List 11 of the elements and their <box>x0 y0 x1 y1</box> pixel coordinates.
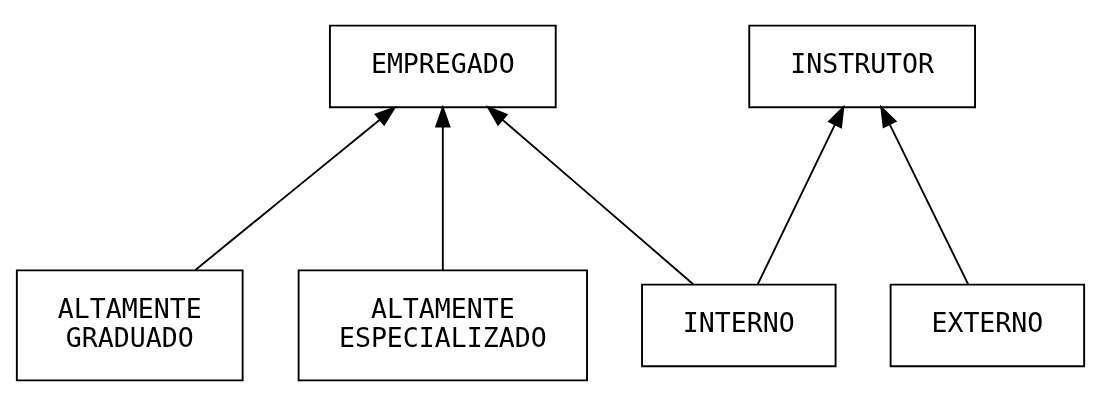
node-box: EMPREGADO <box>328 24 557 109</box>
node-box: ALTAMENTE ESPECIALIZADO <box>297 269 588 382</box>
arrow <box>194 105 397 271</box>
arrow <box>434 104 451 271</box>
arrow <box>880 104 970 286</box>
node-box: INSTRUTOR <box>748 24 976 109</box>
arrow <box>756 104 845 286</box>
node-box: EXTERNO <box>889 283 1086 368</box>
node-box: INTERNO <box>641 283 837 368</box>
node-box: ALTAMENTE GRADUADO <box>15 269 244 382</box>
arrow <box>485 105 695 286</box>
